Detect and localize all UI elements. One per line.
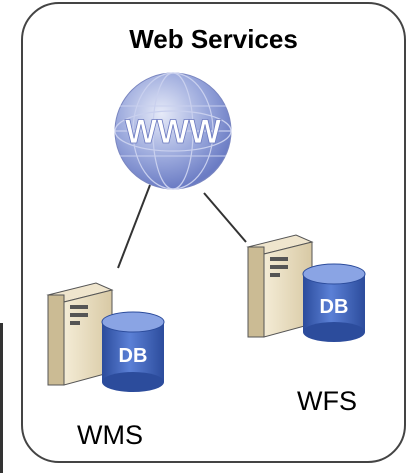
diagram-title: Web Services <box>129 24 298 54</box>
wms-db-label: DB <box>119 345 148 367</box>
wfs-label: WFS <box>297 386 357 416</box>
www-globe-icon: WWW <box>114 72 232 190</box>
wfs-server-icon <box>246 234 314 338</box>
wfs-database-icon: DB <box>302 263 366 342</box>
wfs-db-label: DB <box>320 296 349 318</box>
left-edge-divider <box>0 323 3 473</box>
globe-label: WWW <box>125 113 222 151</box>
connector-line-wms <box>117 184 151 269</box>
wms-label: WMS <box>77 420 143 450</box>
web-services-container: Web Services <box>21 2 406 463</box>
wms-database-icon: DB <box>101 311 165 392</box>
connector-line-wfs <box>203 192 247 243</box>
wms-server-icon <box>46 282 114 386</box>
